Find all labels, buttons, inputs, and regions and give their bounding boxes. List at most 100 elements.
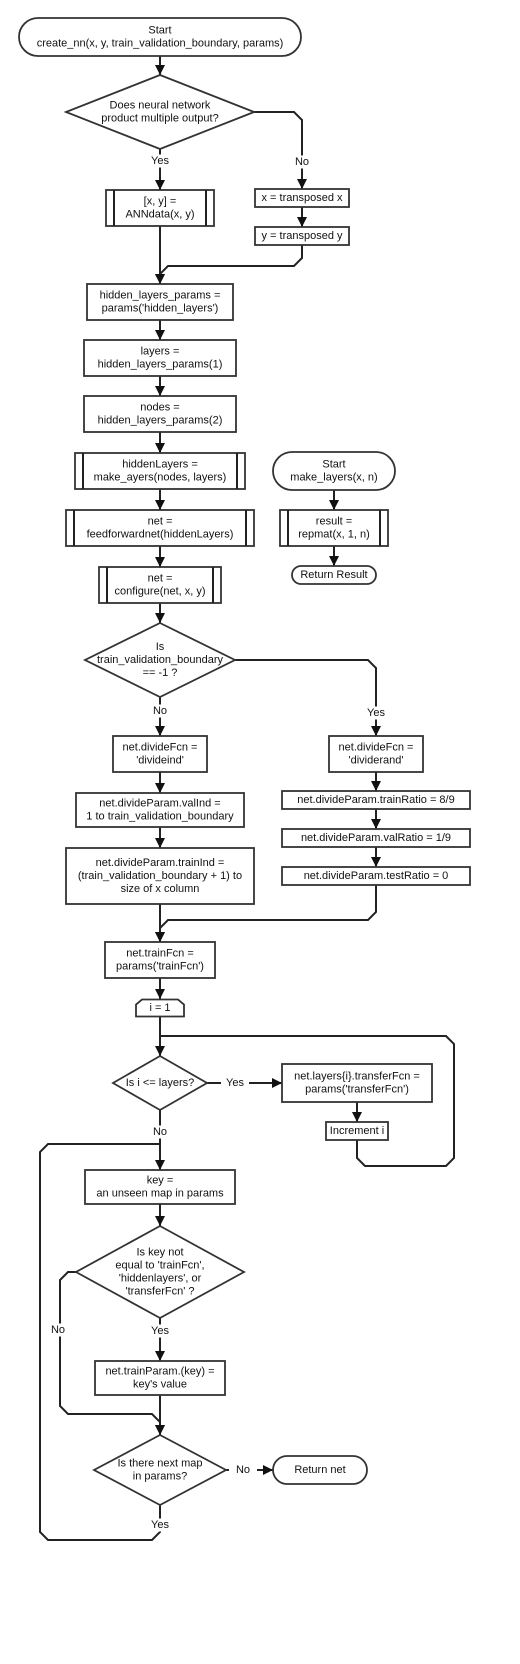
val-ratio-node: net.divideParam.valRatio = 1/9: [281, 828, 471, 848]
arrow-hidden-to-layers: [155, 320, 165, 340]
train-ind-text-3: size of x column: [121, 883, 200, 895]
arrow-loopq-no-to-key: [155, 1110, 165, 1170]
edge-label-text-loop-no: No: [153, 1126, 167, 1138]
arrow-hl-to-ff: [155, 489, 165, 510]
multi-output-q-text-2: product multiple output?: [101, 113, 218, 125]
arrow-ty-merge: [155, 245, 303, 284]
train-param-text-1: net.trainParam.(key) =: [105, 1366, 214, 1378]
arrow-valind-to-trainind: [155, 827, 165, 848]
divide-ind-node: net.divideFcn ='divideind': [112, 735, 208, 773]
edge-label-text-multi-no: No: [295, 156, 309, 168]
arrow-testratio-merge: [155, 885, 377, 942]
increment-text-1: Increment i: [330, 1125, 384, 1137]
arrow-transfer-to-increment: [352, 1102, 362, 1122]
sub-result-text-2: repmat(x, 1, n): [298, 529, 370, 541]
key-assign-text-2: an unseen map in params: [96, 1188, 224, 1200]
train-ind-text-1: net.divideParam.trainInd =: [96, 857, 225, 869]
edge-label-next-no: No: [229, 1463, 257, 1477]
arrow-trainparam-to-nextq: [155, 1395, 165, 1435]
loop-q-node: Is i <= layers?: [111, 1054, 209, 1112]
nodes-assign-text-2: hidden_layers_params(2): [98, 415, 223, 427]
nodes-assign-node: nodes =hidden_layers_params(2): [83, 395, 237, 433]
hidden-params-node: hidden_layers_params =params('hidden_lay…: [86, 283, 234, 321]
increment-node: Increment i: [325, 1121, 389, 1141]
transpose-x-node: x = transposed x: [254, 188, 350, 208]
next-map-q-text-2: in params?: [133, 1471, 187, 1483]
train-ratio-node: net.divideParam.trainRatio = 8/9: [281, 790, 471, 810]
arrow-dividerand-to-trainratio: [371, 772, 381, 791]
arrow-nextq-yes-loop-back: [39, 1143, 161, 1541]
arrow-divideind-to-valind: [155, 772, 165, 793]
divide-ind-text-1: net.divideFcn =: [123, 742, 198, 754]
hidden-params-text-2: params('hidden_layers'): [102, 303, 219, 315]
val-ratio-text-1: net.divideParam.valRatio = 1/9: [301, 832, 451, 844]
sub-start-text-1: Start: [322, 459, 345, 471]
configure-call-node: net =configure(net, x, y): [98, 566, 222, 604]
hidden-params-text-1: hidden_layers_params =: [100, 290, 221, 302]
feedforward-call-node: net =feedforwardnet(hiddenLayers): [65, 509, 255, 547]
edge-label-multi-no: No: [288, 155, 316, 169]
transpose-y-node: y = transposed y: [254, 226, 350, 246]
edge-label-loop-yes: Yes: [221, 1076, 249, 1090]
edge-label-text-boundary-no: No: [153, 705, 167, 717]
hidden-layers-call-text-2: make_ayers(nodes, layers): [94, 472, 227, 484]
arrow-layers-to-nodes: [155, 376, 165, 396]
key-q-text-2: equal to 'trainFcn',: [115, 1260, 204, 1272]
layers-assign-text-1: layers =: [141, 346, 180, 358]
multi-output-q-text-1: Does neural network: [110, 100, 211, 112]
arrow-ann-to-hidden: [155, 226, 165, 284]
arrow-config-to-q2: [155, 603, 165, 623]
divide-ind-text-2: 'divideind': [136, 755, 184, 767]
train-param-node: net.trainParam.(key) =key's value: [94, 1360, 226, 1396]
arrow-start-to-q1: [155, 56, 165, 75]
edge-label-text-next-yes: Yes: [151, 1519, 169, 1531]
divide-rand-text-1: net.divideFcn =: [339, 742, 414, 754]
arrow-sub-result-to-return: [329, 546, 339, 566]
arrow-q1-no-to-tx: [254, 111, 307, 189]
edge-label-key-no: No: [44, 1323, 72, 1337]
train-fcn-text-2: params('trainFcn'): [116, 961, 204, 973]
edge-label-text-next-no: No: [236, 1464, 250, 1476]
key-assign-node: key =an unseen map in params: [84, 1169, 236, 1205]
arrow-q2-yes-to-dividerand: [235, 659, 381, 736]
return-net-node: Return net: [272, 1455, 368, 1485]
key-assign-text-1: key =: [147, 1175, 174, 1187]
train-ratio-text-1: net.divideParam.trainRatio = 8/9: [297, 794, 454, 806]
sub-return-text-1: Return Result: [300, 569, 367, 581]
next-map-q-text-1: Is there next map: [118, 1458, 203, 1470]
val-ind-node: net.divideParam.valInd =1 to train_valid…: [75, 792, 245, 828]
boundary-q-text-3: == -1 ?: [143, 667, 178, 679]
key-q-text-4: 'transferFcn' ?: [125, 1286, 194, 1298]
ann-data-text-2: ANNdata(x, y): [125, 209, 194, 221]
transpose-x-text-1: x = transposed x: [261, 192, 343, 204]
arrow-tx-to-ty: [297, 207, 307, 227]
train-ind-text-2: (train_validation_boundary + 1) to: [78, 870, 242, 882]
loop-init-node: i = 1: [135, 998, 185, 1018]
layers-assign-node: layers =hidden_layers_params(1): [83, 339, 237, 377]
edge-label-multi-yes: Yes: [146, 154, 174, 168]
divide-rand-node: net.divideFcn ='dividerand': [328, 735, 424, 773]
test-ratio-node: net.divideParam.testRatio = 0: [281, 866, 471, 886]
edge-label-text-multi-yes: Yes: [151, 155, 169, 167]
sub-result-node: result =repmat(x, 1, n): [279, 509, 389, 547]
loop-init-text-1: i = 1: [149, 1002, 170, 1014]
edge-label-key-yes: Yes: [146, 1324, 174, 1338]
return-net-text-1: Return net: [294, 1464, 345, 1476]
ann-data-text-1: [x, y] =: [144, 196, 177, 208]
transpose-y-text-1: y = transposed y: [261, 230, 343, 242]
arrow-valratio-to-testratio: [371, 847, 381, 867]
edge-label-boundary-yes: Yes: [362, 706, 390, 720]
val-ind-text-2: 1 to train_validation_boundary: [86, 811, 234, 823]
edge-label-text-boundary-yes: Yes: [367, 707, 385, 719]
sub-start-text-2: make_layers(x, n): [290, 472, 377, 484]
val-ind-text-1: net.divideParam.valInd =: [99, 798, 220, 810]
sub-return-node: Return Result: [291, 565, 377, 585]
